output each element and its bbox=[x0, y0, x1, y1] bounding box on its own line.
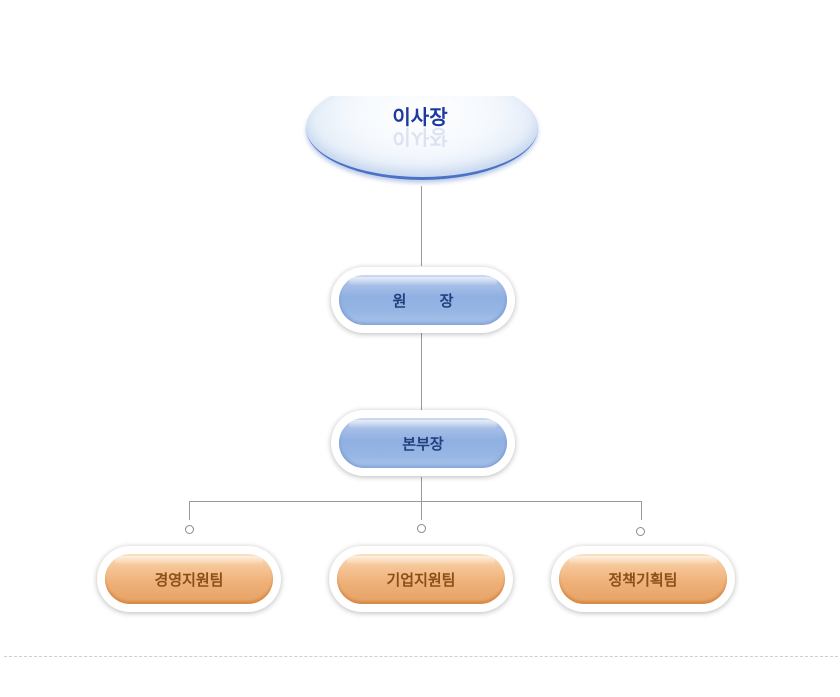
connector-dot-right bbox=[636, 527, 645, 536]
director-pill: 원 장 bbox=[339, 275, 507, 325]
connector-branch-horizontal bbox=[189, 501, 642, 502]
team-node-management-support: 경영지원팀 bbox=[97, 546, 281, 612]
team-pill: 정책기획팀 bbox=[559, 554, 727, 604]
connector-dot-center bbox=[417, 524, 426, 533]
team-pill: 경영지원팀 bbox=[105, 554, 273, 604]
chair-node-frame bbox=[300, 96, 544, 186]
director-label: 원 장 bbox=[392, 291, 468, 310]
connector-branch-right bbox=[641, 501, 642, 520]
division-head-node: 본부장 bbox=[331, 410, 515, 476]
connector-director-division bbox=[421, 333, 422, 410]
team-node-business-support: 기업지원팀 bbox=[329, 546, 513, 612]
team-label: 정책기획팀 bbox=[608, 570, 678, 589]
pill-shine bbox=[349, 277, 497, 286]
team-label: 경영지원팀 bbox=[154, 570, 224, 589]
pill-shine bbox=[347, 556, 495, 565]
team-node-policy-planning: 정책기획팀 bbox=[551, 546, 735, 612]
team-pill: 기업지원팀 bbox=[337, 554, 505, 604]
connector-branch-left bbox=[189, 501, 190, 520]
connector-dot-left bbox=[185, 525, 194, 534]
chair-node bbox=[306, 96, 538, 180]
division-head-label: 본부장 bbox=[402, 434, 444, 453]
team-label: 기업지원팀 bbox=[386, 570, 456, 589]
connector-branch-center bbox=[421, 501, 422, 520]
connector-chair-director bbox=[421, 186, 422, 266]
chair-label: 이사장 bbox=[392, 105, 448, 129]
chair-label-reflection: 이사장 bbox=[392, 125, 448, 149]
division-head-pill: 본부장 bbox=[339, 418, 507, 468]
pill-shine bbox=[115, 556, 263, 565]
pill-shine bbox=[569, 556, 717, 565]
connector-division-branch bbox=[421, 477, 422, 501]
bottom-dashed-divider bbox=[4, 656, 838, 657]
director-node: 원 장 bbox=[331, 267, 515, 333]
pill-shine bbox=[349, 420, 497, 429]
